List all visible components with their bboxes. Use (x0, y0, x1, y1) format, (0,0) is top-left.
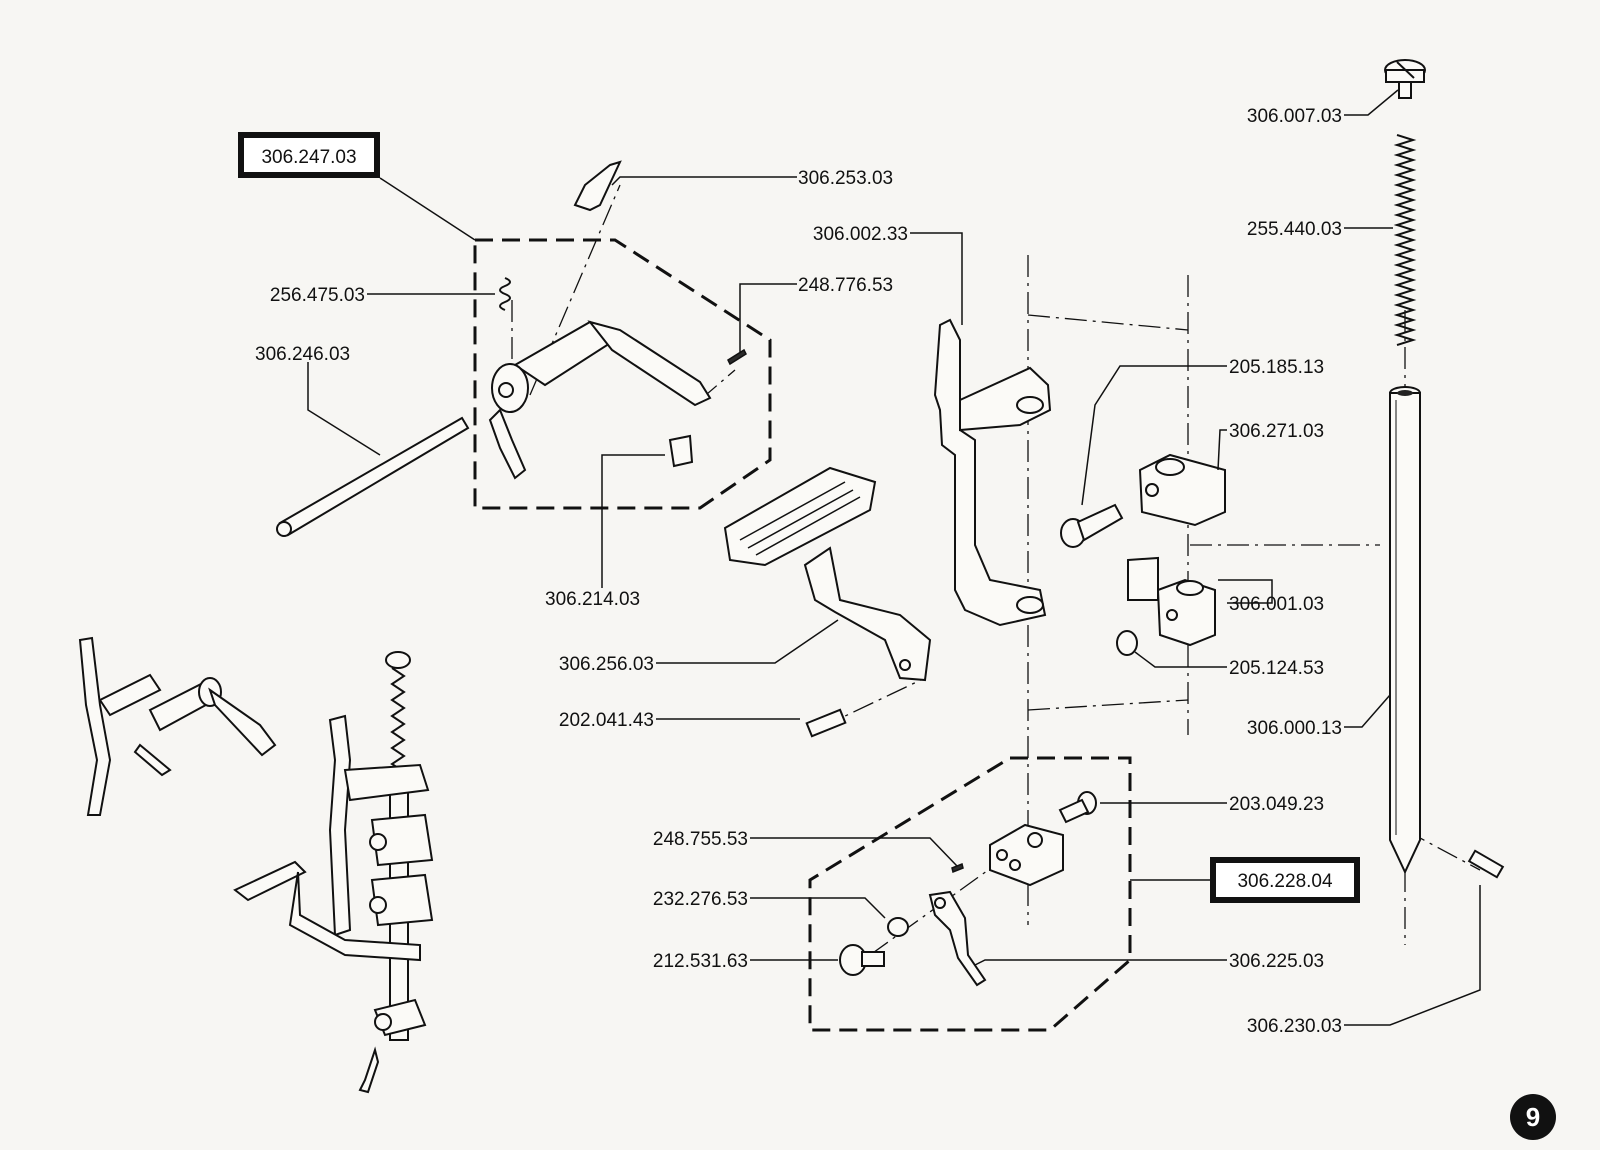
part-label: 306.230.03 (1247, 1016, 1342, 1037)
part-label: 306.007.03 (1247, 106, 1342, 127)
part-label: 248.755.53 (653, 829, 748, 850)
part-label: 248.776.53 (798, 275, 893, 296)
part-label: 205.124.53 (1229, 658, 1324, 679)
part-label: 232.276.53 (653, 889, 748, 910)
part-label: 205.185.13 (1229, 357, 1324, 378)
boxed-label-306-228-04: 306.228.04 (1210, 857, 1360, 903)
part-label: 212.531.63 (653, 951, 748, 972)
block-306-271-03 (1138, 453, 1226, 527)
page-number-badge: 9 (1510, 1094, 1556, 1140)
part-label: 255.440.03 (1247, 219, 1342, 240)
screw-203-049-23 (1058, 791, 1097, 824)
pin-248-776-53 (727, 348, 747, 366)
page-number: 9 (1526, 1102, 1540, 1132)
part-label: 306.214.03 (545, 589, 640, 610)
screw-205-185-13 (1060, 503, 1124, 548)
pin-202-041-43 (805, 708, 847, 738)
latch-306-225-03 (928, 890, 987, 987)
boxed-label-306-247-03: 306.247.03 (238, 132, 380, 178)
clamp-306-001-03 (1127, 556, 1216, 647)
small-spring-256-475-03 (499, 277, 511, 311)
lever-sleeve (488, 320, 712, 480)
screw-212-531-63 (839, 944, 885, 976)
spring-wire-306-253-03 (573, 160, 622, 212)
part-labels: 306.253.03 256.475.03 248.776.53 306.246… (255, 106, 1342, 1037)
part-label: 306.001.03 (1229, 594, 1324, 615)
pin-306-230-03 (1467, 849, 1505, 879)
part-label: 306.246.03 (255, 344, 350, 365)
part-label: 306.256.03 (559, 654, 654, 675)
spring-255-440-03 (1393, 134, 1417, 346)
part-label: 306.225.03 (1229, 951, 1324, 972)
leader-lines (307, 89, 1481, 1026)
group-outline-306-247-03 (473, 238, 772, 510)
rod-306-000-13 (1389, 386, 1421, 875)
group-outline-306-228-04 (808, 756, 1132, 1032)
washer-232-276-53 (887, 917, 909, 937)
part-label: 306.002.33 (813, 224, 908, 245)
part-label: 202.041.43 (559, 710, 654, 731)
boxed-label-text: 306.247.03 (261, 147, 356, 168)
boxed-label-text: 306.228.04 (1237, 871, 1333, 892)
frame-306-002-33 (933, 318, 1052, 627)
screw-205-124-53 (1116, 630, 1138, 656)
part-label: 306.000.13 (1247, 718, 1342, 739)
part-label: 306.271.03 (1229, 421, 1324, 442)
assembled-view-small (78, 636, 277, 816)
block-lower (989, 823, 1064, 887)
assembled-view-large (233, 651, 434, 1094)
part-drawings (78, 59, 1505, 1094)
pin-248-755-53 (951, 862, 964, 874)
pedal-306-256-03 (723, 466, 932, 682)
block-306-214-03 (668, 434, 694, 468)
part-label: 256.475.03 (270, 285, 365, 306)
screw-306-007-03 (1384, 59, 1426, 99)
shaft-306-246-03 (276, 416, 470, 537)
part-label: 203.049.23 (1229, 794, 1324, 815)
part-label: 306.253.03 (798, 168, 893, 189)
